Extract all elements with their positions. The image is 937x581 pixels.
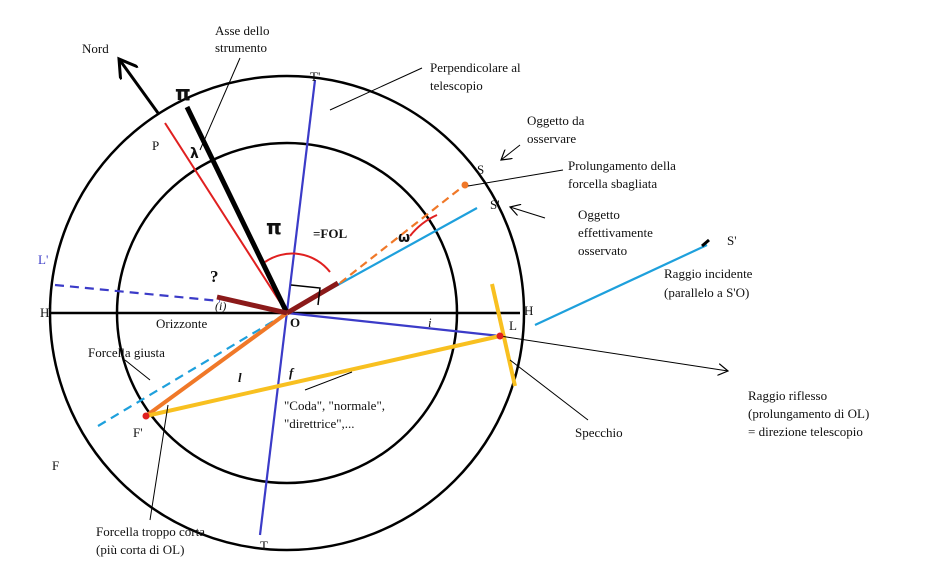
label-t-prime: T' [310, 69, 320, 84]
pointer-specchio [509, 359, 589, 421]
label-forcella-giusta: Forcella giusta [88, 345, 165, 360]
fol-segment [285, 280, 340, 316]
label-f-prime: F' [133, 425, 143, 440]
label-l-prime: L' [38, 252, 48, 267]
incident-ray [534, 244, 708, 326]
incident-ray-tick [701, 238, 710, 248]
point-s [461, 181, 469, 189]
reflected-ray [499, 335, 728, 371]
label-o: O [290, 315, 300, 330]
right-angle-marker [290, 284, 321, 306]
pointer-effettivo [510, 207, 546, 219]
forcella-corta-line [144, 311, 289, 418]
label-orizzonte: Orizzonte [156, 316, 207, 331]
label-s-prime: S' [490, 197, 500, 212]
pointer-oggetto [501, 144, 521, 160]
label-troppo-1: Forcella troppo corta [96, 524, 205, 539]
label-f-italic: f [289, 365, 295, 380]
label-i-small: i [428, 315, 432, 330]
instrument-axis [184, 105, 290, 315]
point-f-prime [142, 412, 150, 420]
label-t: T [260, 538, 268, 553]
label-question: ? [210, 267, 219, 286]
label-eff-1: Oggetto [578, 207, 620, 222]
coda-line [145, 334, 501, 418]
label-h: H [524, 303, 533, 318]
label-asse-2: strumento [215, 40, 267, 55]
op-line [164, 122, 288, 314]
label-lambda: λ [190, 146, 199, 162]
pointer-forcella-giusta [124, 359, 151, 381]
label-i-paren: (i) [215, 299, 226, 313]
label-pi-mid: π [266, 215, 282, 239]
pointer-troppo-corta [149, 404, 169, 521]
label-raggio-rif-1: Raggio riflesso [748, 388, 827, 403]
label-coda-1: "Coda", "normale", [284, 398, 385, 413]
label-prol-1: Prolungamento della [568, 158, 676, 173]
label-eff-2: effettivamente [578, 225, 653, 240]
l-prime-dashed [54, 283, 221, 303]
label-specchio: Specchio [575, 425, 623, 440]
label-oggetto-1: Oggetto da [527, 113, 585, 128]
label-nord: Nord [82, 41, 109, 56]
label-f: F [52, 458, 59, 473]
north-arrow [119, 59, 160, 114]
label-eff-3: osservato [578, 243, 627, 258]
prolungamento-dashed [339, 183, 467, 284]
label-raggio-rif-2: (prolungamento di OL) [748, 406, 869, 421]
pi-angle-arc [264, 252, 331, 273]
label-perp-1: Perpendicolare al [430, 60, 521, 75]
perpendicular-line [258, 79, 317, 536]
label-s-prime-2: S' [727, 233, 737, 248]
label-perp-2: telescopio [430, 78, 483, 93]
label-p: P [152, 138, 159, 153]
pointer-coda [304, 371, 353, 391]
label-fol: =FOL [313, 226, 347, 241]
forcella-giusta-dashed [97, 312, 288, 427]
label-troppo-2: (più corta di OL) [96, 542, 184, 557]
label-omega: ω [398, 230, 410, 246]
label-s: S [477, 162, 484, 177]
mirror-line [490, 283, 517, 387]
label-coda-2: "direttrice",... [284, 416, 355, 431]
question-segment [216, 294, 288, 316]
pointer-perp [329, 67, 423, 111]
label-prol-2: forcella sbagliata [568, 176, 657, 191]
label-asse-1: Asse dello [215, 23, 270, 38]
label-raggio-inc-1: Raggio incidente [664, 266, 753, 281]
label-pi-top: π [175, 81, 191, 105]
label-raggio-rif-3: = direzione telescopio [748, 424, 863, 439]
label-h-prime: H' [40, 305, 52, 320]
point-l [496, 332, 504, 340]
pointer-prolungamento [467, 169, 564, 187]
pointer-asse [199, 57, 241, 151]
label-oggetto-2: osservare [527, 131, 576, 146]
label-l-italic: l [238, 370, 242, 385]
omega-angle-arc [409, 214, 438, 237]
ol-line [286, 311, 501, 338]
label-l: L [509, 318, 517, 333]
label-raggio-inc-2: (parallelo a S'O) [664, 285, 749, 300]
